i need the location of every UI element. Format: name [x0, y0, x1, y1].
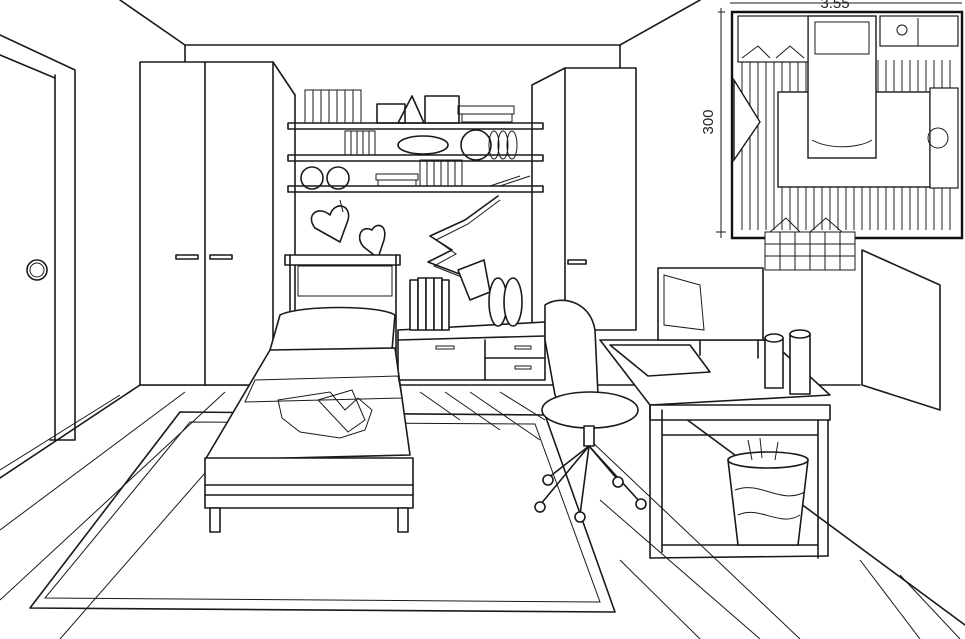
- bed: [204, 254, 414, 533]
- wardrobe-handle: [567, 259, 587, 265]
- desk: [599, 267, 831, 559]
- right-wardrobe: [531, 67, 637, 331]
- wardrobe-handle-left: [175, 254, 199, 260]
- left-door: [0, 34, 76, 441]
- wall-lamp: [427, 195, 501, 301]
- right-door: [861, 249, 941, 411]
- desk-chair: [534, 299, 647, 523]
- rug: [29, 411, 616, 613]
- low-cabinet: [397, 277, 546, 381]
- wall-shelves: [287, 89, 544, 193]
- floor-plan-inset: 3.55 300: [700, 0, 964, 271]
- floor-planks: [0, 391, 961, 639]
- keyboard: [609, 344, 711, 377]
- left-wardrobe: [139, 61, 296, 386]
- wardrobe-handle-right: [209, 254, 233, 260]
- plan-depth-label: 300: [700, 109, 717, 134]
- computer-monitor: [657, 267, 764, 341]
- heart-decorations: [310, 199, 386, 259]
- door-knob: [26, 259, 48, 281]
- wastebasket: [727, 459, 809, 546]
- plan-width-label: 3.55: [820, 0, 849, 12]
